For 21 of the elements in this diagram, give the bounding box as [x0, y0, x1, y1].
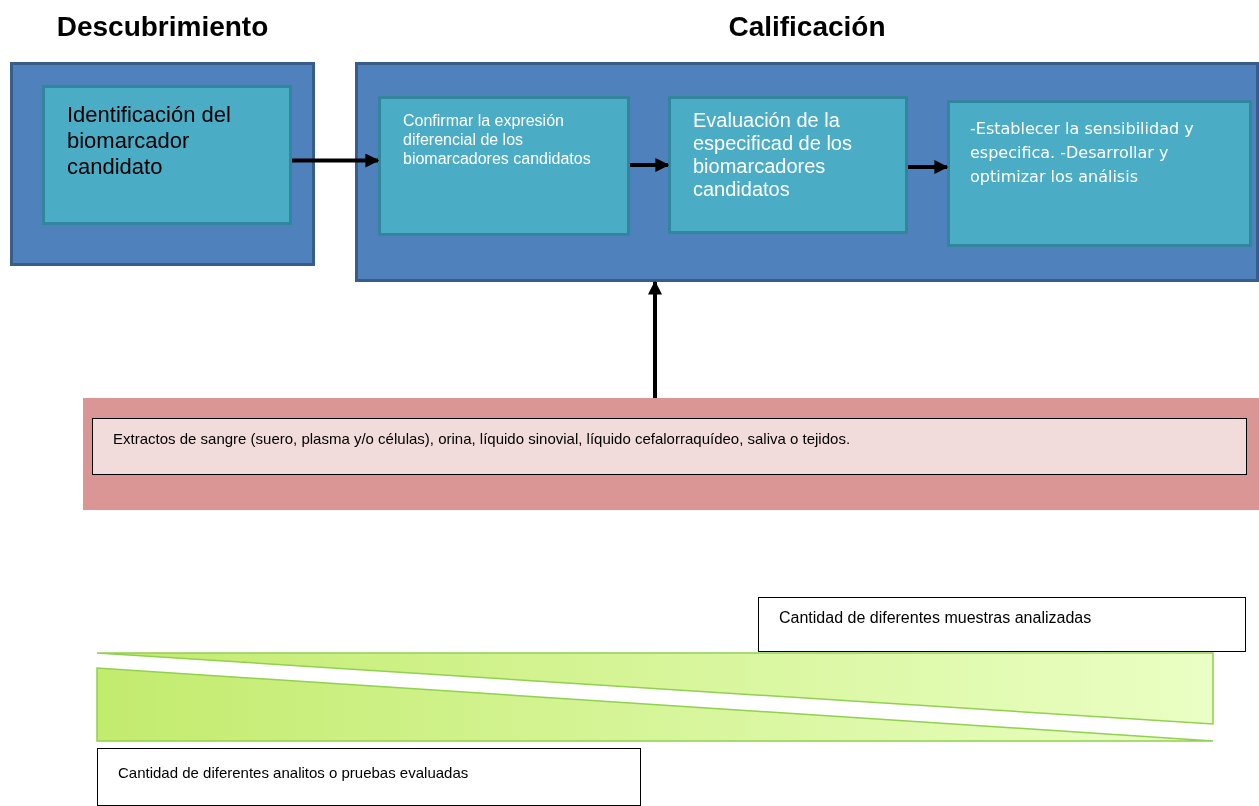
process-box: [668, 96, 908, 234]
box-text: Confirmar la expresión diferencial de los biomarcadores candidatos: [402, 111, 592, 168]
arrow: [648, 280, 662, 398]
process-box: [378, 96, 630, 236]
box-text: Cantidad de diferentes analitos o pruebas evaluadas: [117, 763, 470, 782]
box-text: Extractos de sangre (suero, plasma y/o células), orina, líquido sinovial, líquido cefalorraquídeo, saliva o tejidos.: [112, 429, 852, 448]
box-text: -Establecer la sensibilidad y especifica. -Desarrollar y optimizar los análisis: [969, 118, 1195, 188]
process-box: [42, 85, 292, 225]
stage-title: Descubrimiento: [55, 10, 270, 44]
arrow: [908, 160, 949, 174]
arrow: [292, 153, 380, 168]
arrow: [630, 158, 670, 172]
box-text: Identificación del biomarcador candidato: [66, 101, 232, 180]
process-box: [947, 100, 1252, 247]
sample-band: [83, 398, 1259, 510]
note-box: [97, 748, 641, 806]
stage-title: Calificación: [727, 10, 887, 44]
note-box: [92, 418, 1247, 475]
note-box: [758, 597, 1246, 652]
box-text: Cantidad de diferentes muestras analizadas: [778, 608, 1093, 627]
box-text: Evaluación de la especificad de los biomarcadores candidatos: [692, 108, 853, 201]
